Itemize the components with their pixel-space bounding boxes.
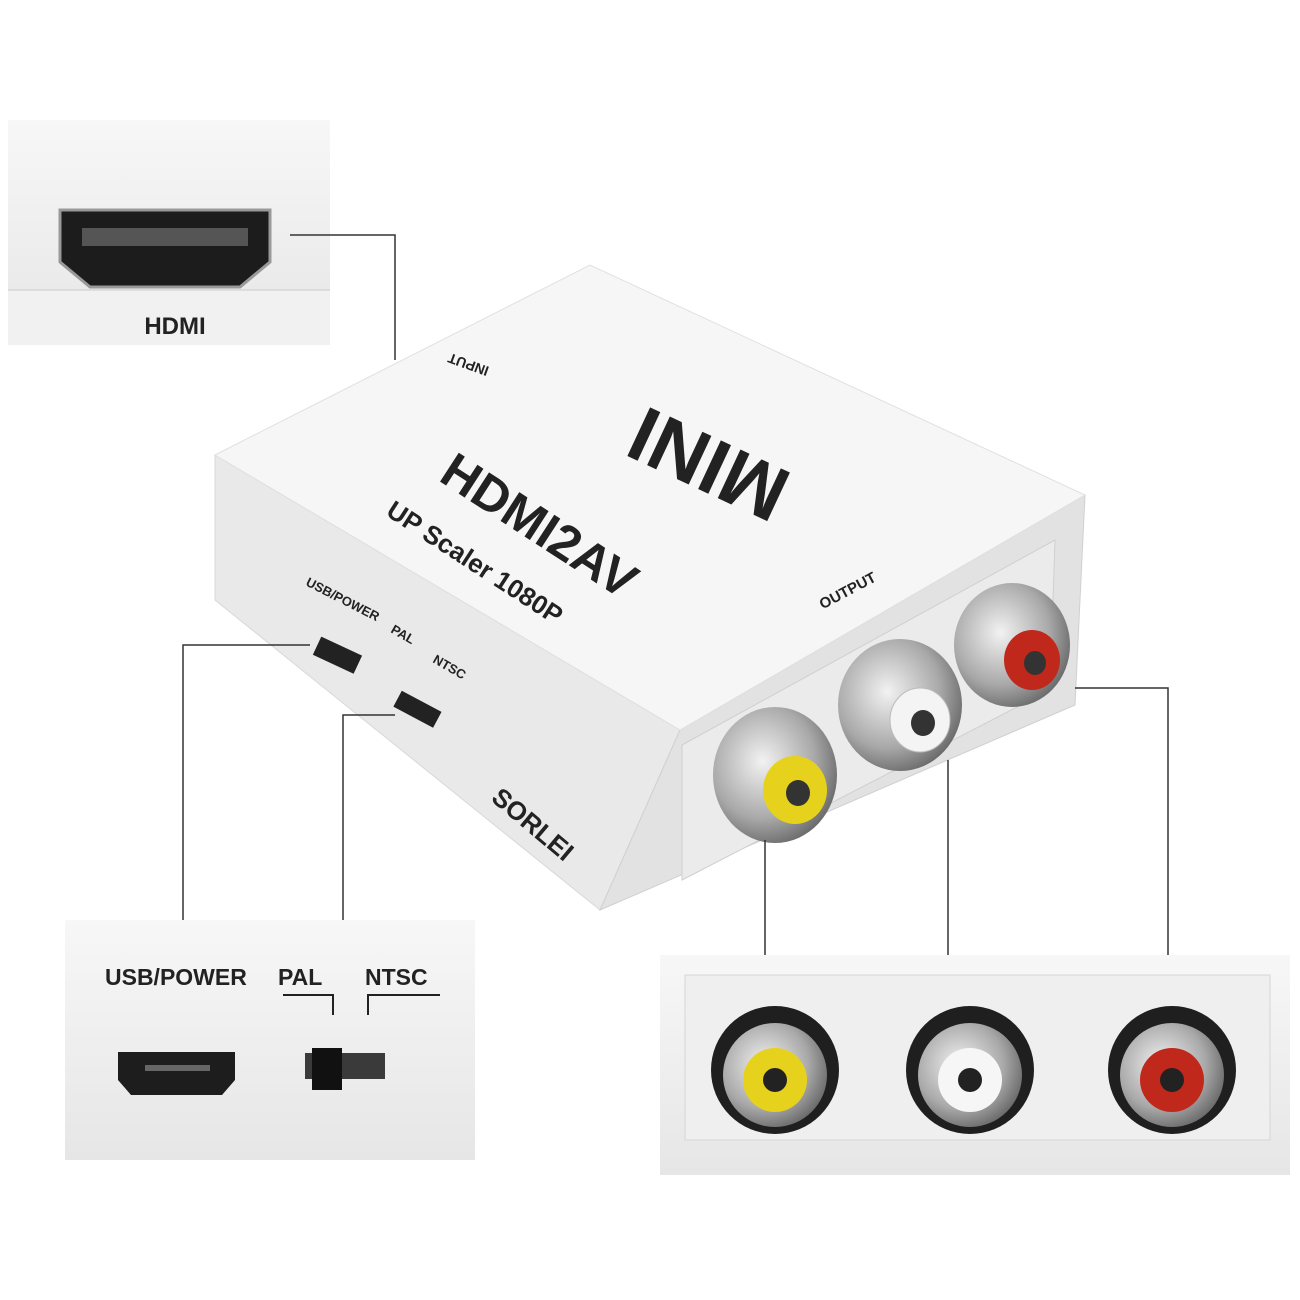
hdmi-label: HDMI [144, 313, 205, 340]
rca-yellow-icon [711, 1006, 839, 1134]
hdmi-port-icon [58, 208, 272, 289]
power-callout-panel: USB/POWER PAL NTSC [65, 920, 475, 1160]
ntsc-label: NTSC [365, 964, 428, 990]
device-mini-usb-port-icon [312, 636, 363, 674]
pal-label: PAL [278, 964, 322, 990]
rca-white-icon [906, 1006, 1034, 1134]
hdmi-callout-panel: HDMI [8, 120, 330, 345]
rca-red-icon [1108, 1006, 1236, 1134]
usb-power-label: USB/POWER [105, 964, 247, 990]
mini-usb-port-icon [118, 1052, 235, 1095]
pal-ntsc-switch[interactable] [305, 1048, 385, 1090]
device-pal-ntsc-switch [393, 690, 442, 728]
hdmi2av-converter: INPUT MINI HDMI2AV UP Scaler 1080P OUTPU… [213, 264, 1087, 911]
rca-callout-panel [660, 955, 1290, 1175]
device-rca-white-icon [838, 639, 962, 771]
device-rca-red-icon [954, 583, 1070, 707]
device-rca-yellow-icon [713, 707, 837, 843]
